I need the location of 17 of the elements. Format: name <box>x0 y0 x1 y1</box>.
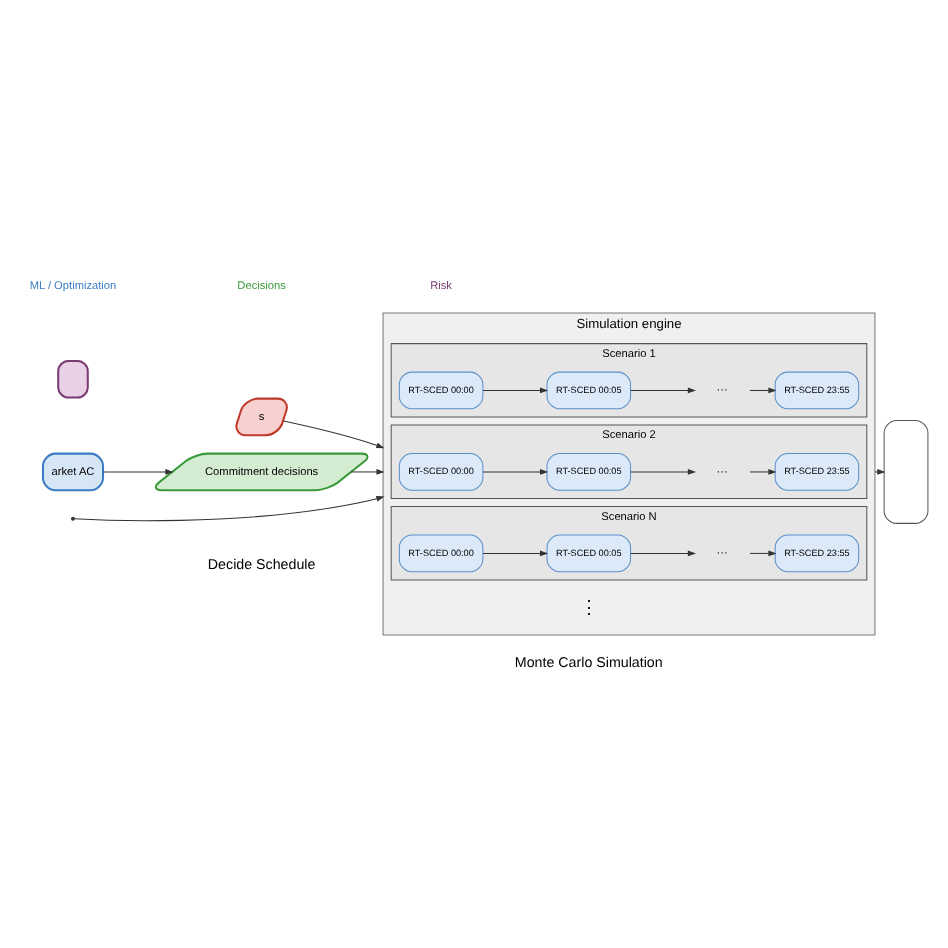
arrow <box>629 386 695 393</box>
arrow <box>481 549 548 556</box>
arrow <box>873 468 885 474</box>
node-box <box>882 419 928 523</box>
arrow <box>349 468 384 474</box>
arrow <box>281 419 384 448</box>
arrow <box>101 468 173 474</box>
arrow <box>629 468 695 474</box>
arrow <box>748 386 776 393</box>
arrow <box>73 495 384 521</box>
arrow <box>748 549 776 556</box>
label: ⋮ <box>578 595 597 616</box>
node-box <box>56 358 88 398</box>
arrow <box>629 549 695 556</box>
arrow <box>748 468 776 474</box>
arrow <box>481 386 548 393</box>
arrow <box>481 468 548 474</box>
